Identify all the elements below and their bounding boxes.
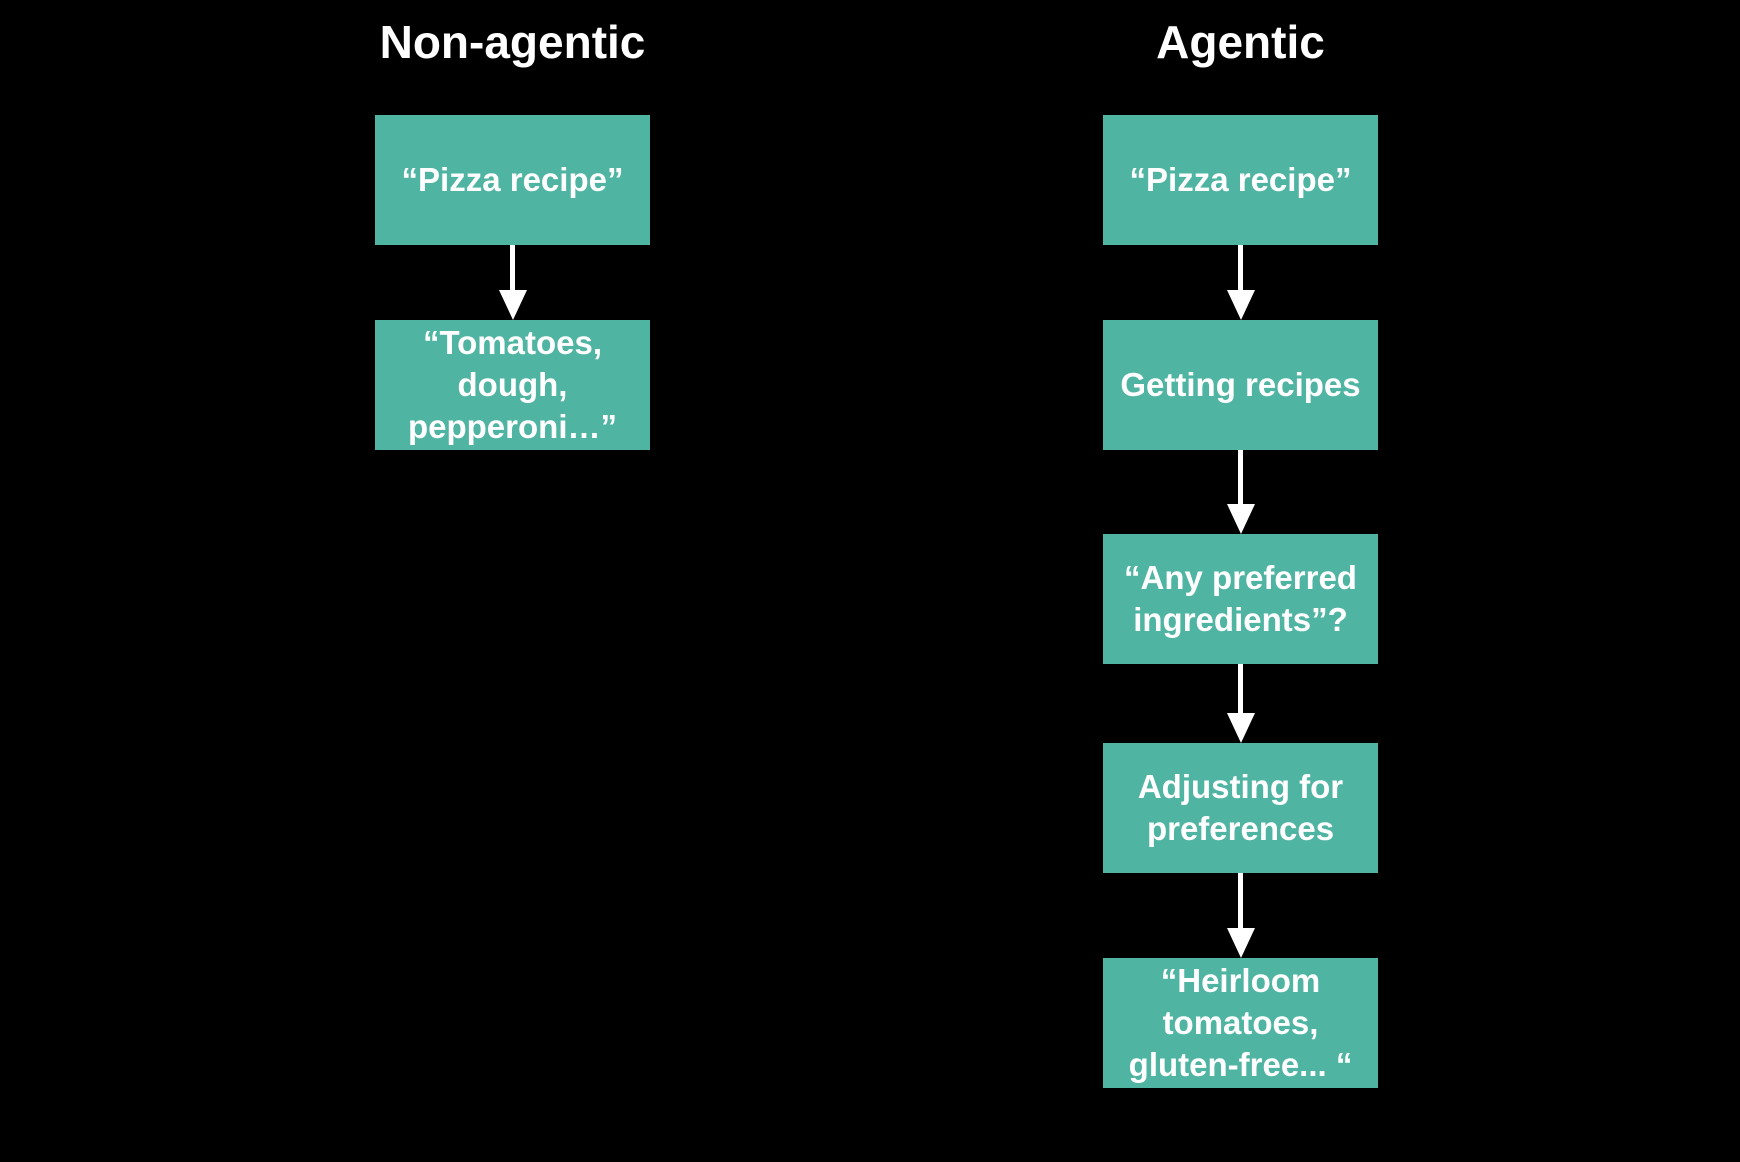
column-title-agentic: Agentic	[1156, 16, 1325, 68]
arrow-down-icon	[375, 245, 650, 320]
arrow-stem	[1238, 873, 1243, 928]
flow-node-preferred-ingredients: “Any preferred ingredients”?	[1103, 534, 1378, 664]
flow-node-response-left: “Tomatoes, dough, pepperoni…”	[375, 320, 650, 450]
arrow-head	[1226, 290, 1255, 320]
flow-node-getting-recipes: Getting recipes	[1103, 320, 1378, 450]
arrow-stem	[1238, 245, 1243, 290]
arrow-head	[498, 290, 527, 320]
flow-node-prompt-right: “Pizza recipe”	[1103, 115, 1378, 245]
arrow-down-icon	[1103, 873, 1378, 958]
arrow-head	[1226, 928, 1255, 958]
flow-node-adjusting-preferences: Adjusting for preferences	[1103, 743, 1378, 873]
column-title-non-agentic: Non-agentic	[379, 16, 646, 68]
flow-node-prompt-left: “Pizza recipe”	[375, 115, 650, 245]
arrow-head	[1226, 504, 1255, 534]
arrow-stem	[510, 245, 515, 290]
arrow-head	[1226, 713, 1255, 743]
arrow-stem	[1238, 450, 1243, 504]
arrow-down-icon	[1103, 245, 1378, 320]
arrow-down-icon	[1103, 450, 1378, 534]
flow-node-final-response: “Heirloom tomatoes, gluten-free... “	[1103, 958, 1378, 1088]
arrow-stem	[1238, 664, 1243, 713]
arrow-down-icon	[1103, 664, 1378, 743]
